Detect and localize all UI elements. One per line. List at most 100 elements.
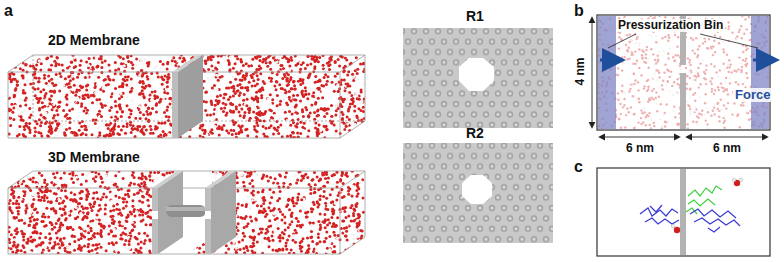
water-molecule — [342, 220, 345, 223]
water-molecule — [251, 84, 254, 87]
water-molecule — [245, 104, 248, 107]
water-molecule — [158, 101, 161, 104]
water-molecule — [257, 97, 260, 100]
water-molecule — [8, 62, 11, 65]
water-molecule — [343, 79, 346, 82]
water-molecule — [78, 122, 81, 125]
water-molecule — [51, 108, 54, 111]
water-molecule — [93, 95, 96, 98]
water-molecule — [167, 115, 170, 118]
water-molecule — [267, 56, 270, 59]
water-molecule — [308, 87, 311, 90]
water-molecule — [119, 73, 122, 76]
water-molecule — [127, 75, 130, 78]
water-molecule — [246, 89, 249, 92]
water-molecule — [141, 75, 144, 78]
water-molecule — [103, 134, 106, 137]
water-molecule — [120, 196, 123, 199]
water-molecule — [124, 61, 127, 64]
water-molecule — [123, 64, 126, 67]
water-molecule — [8, 206, 11, 209]
water-molecule — [336, 237, 339, 240]
water-molecule — [291, 113, 294, 116]
water-molecule — [237, 132, 240, 135]
water-molecule — [361, 101, 364, 104]
water-molecule — [210, 58, 213, 61]
water-molecule — [309, 62, 312, 65]
water-molecule — [283, 55, 286, 58]
water-molecule — [350, 79, 353, 82]
water-molecule — [45, 111, 48, 114]
water-molecule — [16, 83, 19, 86]
water-molecule — [251, 76, 254, 79]
water-molecule — [137, 114, 140, 117]
water-molecule — [220, 107, 223, 110]
water-molecule — [303, 122, 306, 125]
water-molecule — [159, 60, 162, 63]
water-molecule — [182, 57, 185, 60]
water-molecule — [206, 134, 209, 137]
water-molecule — [144, 58, 147, 61]
water-molecule — [313, 67, 316, 70]
water-molecule — [99, 185, 102, 188]
water-molecule — [336, 97, 339, 100]
water-molecule — [355, 56, 358, 59]
water-molecule — [295, 103, 298, 106]
water-molecule — [324, 56, 327, 59]
water-molecule — [248, 111, 251, 114]
water-molecule — [293, 84, 296, 87]
water-molecule — [45, 82, 48, 85]
water-molecule — [40, 134, 43, 137]
water-molecule — [288, 110, 291, 113]
water-molecule — [238, 110, 241, 113]
water-molecule — [345, 104, 348, 107]
water-molecule — [100, 71, 103, 74]
water-molecule — [204, 91, 207, 94]
water-molecule — [314, 121, 317, 124]
water-molecule — [261, 88, 264, 91]
water-molecule — [256, 82, 259, 85]
water-molecule — [324, 73, 327, 76]
water-molecule — [35, 64, 38, 67]
water-molecule — [69, 121, 72, 124]
water-molecule — [169, 97, 172, 100]
water-molecule — [205, 90, 208, 93]
water-molecule — [85, 133, 88, 136]
water-molecule — [147, 107, 150, 110]
water-molecule — [75, 91, 78, 94]
water-molecule — [272, 57, 275, 60]
water-molecule — [24, 83, 27, 86]
water-molecule — [235, 105, 238, 108]
water-molecule — [120, 129, 123, 132]
water-molecule — [55, 109, 58, 112]
water-molecule — [300, 91, 303, 94]
water-molecule — [37, 87, 40, 90]
water-molecule — [205, 101, 208, 104]
water-molecule — [256, 74, 259, 77]
water-molecule — [36, 211, 39, 214]
water-molecule — [83, 125, 86, 128]
water-molecule — [288, 69, 291, 72]
water-molecule — [360, 109, 363, 112]
water-molecule — [286, 77, 289, 80]
water-molecule — [150, 99, 153, 102]
water-molecule — [275, 80, 278, 83]
water-molecule — [139, 117, 142, 120]
water-molecule — [146, 234, 149, 237]
water-molecule — [146, 113, 149, 116]
water-molecule — [19, 170, 22, 173]
water-molecule — [163, 111, 166, 114]
water-molecule — [354, 69, 357, 72]
water-molecule — [231, 133, 234, 136]
water-molecule — [141, 89, 144, 92]
water-molecule — [52, 103, 55, 106]
water-molecule — [57, 130, 60, 133]
water-molecule — [296, 122, 299, 125]
water-molecule — [242, 99, 245, 102]
water-molecule — [323, 115, 326, 118]
water-molecule — [169, 79, 172, 82]
water-molecule — [267, 97, 270, 100]
water-molecule — [216, 95, 219, 98]
water-molecule — [37, 80, 40, 83]
water-molecule — [106, 123, 109, 126]
